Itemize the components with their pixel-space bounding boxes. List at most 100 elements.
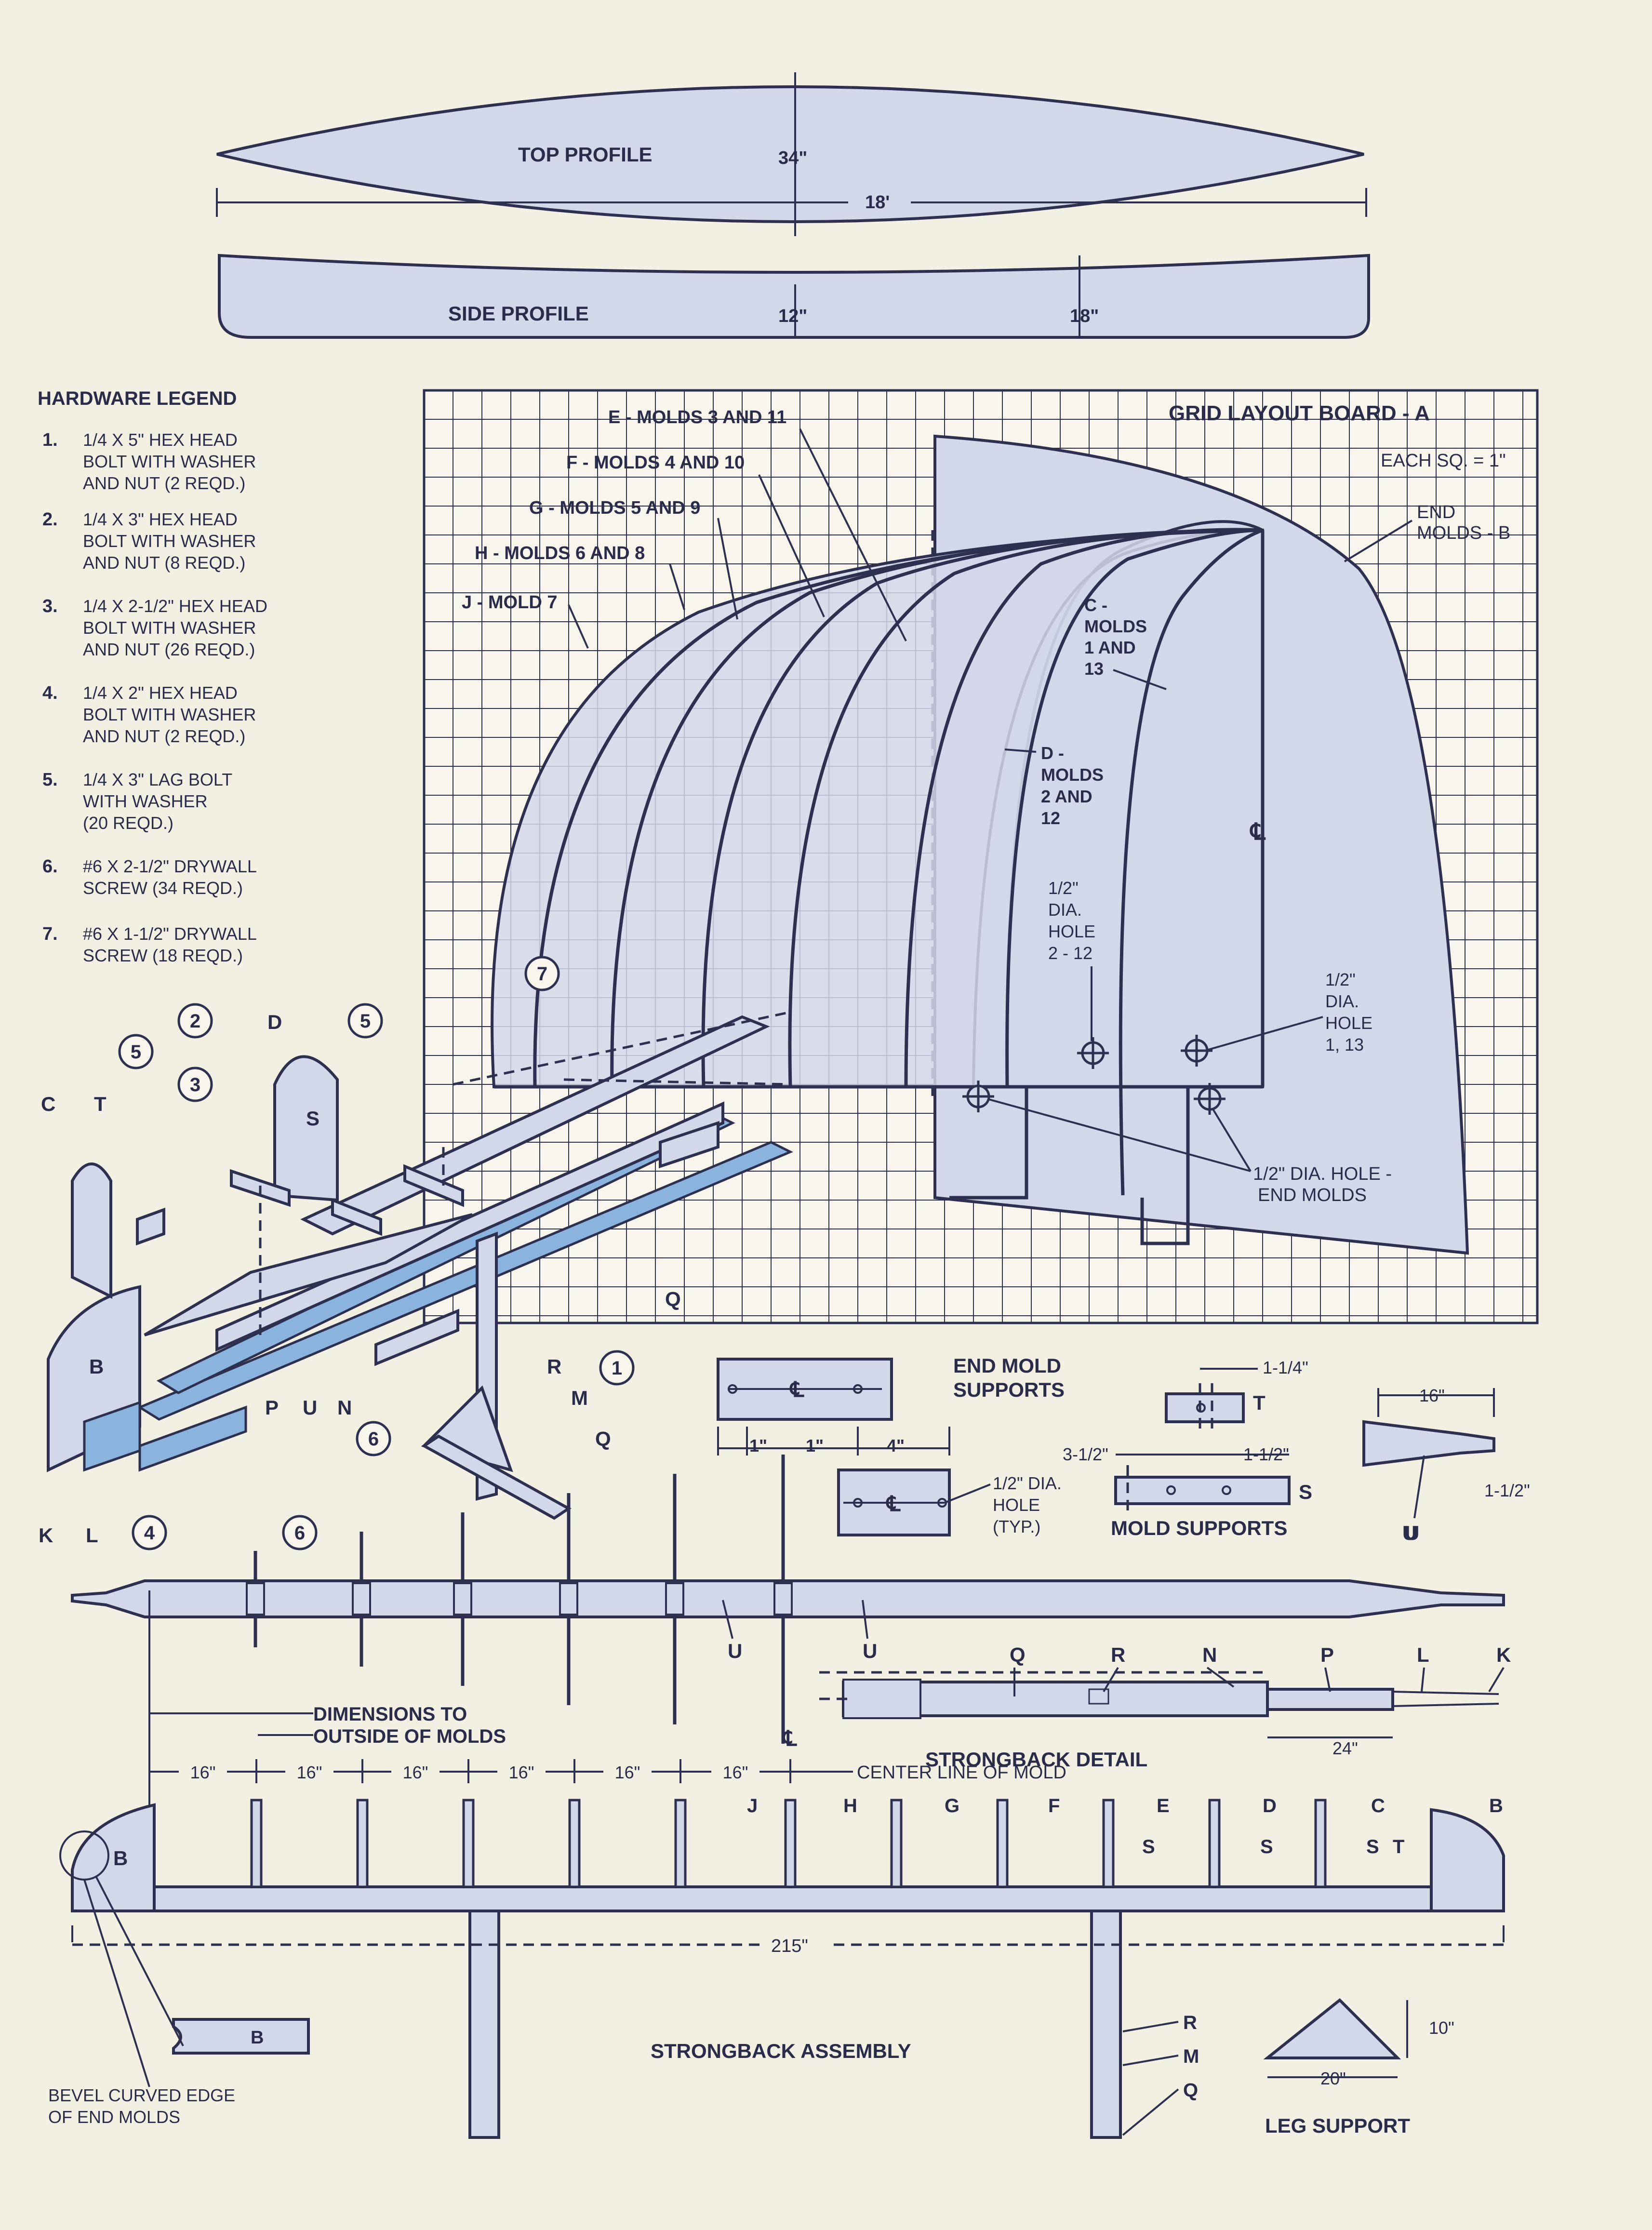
part-c: C	[41, 1093, 55, 1115]
hole-1-13-line-2: DIA.	[1325, 991, 1359, 1011]
block-l	[138, 1405, 247, 1472]
assembly-leg-q: Q	[1183, 2080, 1198, 2101]
support-t	[1165, 1392, 1245, 1423]
support-t-dim: 1-1/4"	[1263, 1358, 1308, 1377]
hardware-line: BOLT WITH WASHER	[83, 618, 256, 638]
callout-1: 1	[599, 1350, 635, 1386]
hardware-legend: HARDWARE LEGEND 1.1/4 X 5" HEX HEADBOLT …	[38, 388, 267, 965]
hardware-line: SCREW (18 REQD.)	[83, 946, 243, 965]
end-support-centerline-2: ℄	[886, 1492, 901, 1516]
support-s	[1114, 1476, 1291, 1505]
center-line-label: CENTER LINE OF MOLD	[857, 1763, 1066, 1783]
assembly-mold	[1208, 1799, 1221, 1888]
side-profile-label: SIDE PROFILE	[448, 302, 589, 325]
total-length: 215"	[771, 1936, 808, 1956]
callout-4: 4	[132, 1515, 167, 1550]
hole-end-line-1: 1/2" DIA. HOLE -	[1253, 1164, 1392, 1184]
hardware-line: 1/4 X 3" HEX HEAD	[83, 509, 238, 529]
top-profile-width: 34"	[778, 148, 807, 168]
profile-length: 18'	[865, 192, 890, 213]
hole-2-12-line-1: 1/2"	[1048, 878, 1079, 898]
mold-spacing: 16"	[190, 1763, 216, 1782]
assembly-mold	[462, 1799, 475, 1888]
u-height: 1-1/2"	[1484, 1481, 1530, 1500]
sb-u1: U	[728, 1640, 742, 1662]
hardware-num-6: 6.	[42, 856, 58, 877]
assembly-mold	[1102, 1799, 1115, 1888]
hardware-line: AND NUT (8 REQD.)	[83, 553, 245, 573]
bevel-sketch	[172, 2018, 310, 2055]
hardware-line: BOLT WITH WASHER	[83, 452, 256, 471]
side-profile: SIDE PROFILE 12" 18"	[218, 254, 1370, 339]
rail-p	[137, 1141, 793, 1421]
assembly-mold-d: D	[1263, 1795, 1277, 1816]
detail-n: N	[1202, 1643, 1217, 1666]
assembly-mold-b: B	[1489, 1795, 1503, 1816]
bevel-note-2: OF END MOLDS	[48, 2107, 180, 2127]
part-q: Q	[665, 1288, 681, 1310]
end-support-centerline: ℄	[789, 1378, 804, 1402]
callout-7: 7	[524, 956, 560, 991]
end-molds-line-2: MOLDS - B	[1417, 523, 1510, 543]
block-t	[136, 1207, 165, 1246]
mold-e-label: E - MOLDS 3 AND 11	[608, 407, 786, 427]
hardware-line: 1/4 X 2" HEX HEAD	[83, 683, 238, 703]
rail-n	[215, 1101, 724, 1352]
end-support-title-1: END MOLD	[953, 1354, 1061, 1377]
hole-2-12-line-4: 2 - 12	[1048, 943, 1092, 963]
assembly-mold-f: F	[1048, 1795, 1060, 1816]
dimension-ticks: 16"16"16"16"16"16"	[148, 1759, 791, 1783]
top-profile-label: TOP PROFILE	[518, 143, 653, 166]
mold-holes	[962, 1035, 1226, 1115]
grid-scale: EACH SQ. = 1"	[1381, 451, 1506, 471]
grid-centerline: ℄	[1250, 819, 1266, 845]
callout-2: 2	[177, 1003, 213, 1039]
assembly-mold	[568, 1799, 581, 1888]
tapered-board	[144, 1213, 473, 1336]
tapered-u	[1362, 1420, 1495, 1467]
mold-j-label: J - MOLD 7	[462, 592, 557, 613]
bevel-note-1: BEVEL CURVED EDGE	[48, 2085, 235, 2105]
mold-g-label: G - MOLDS 5 AND 9	[529, 498, 700, 518]
assembly-leg-m: M	[1183, 2046, 1199, 2067]
leg-support: 10" 20" LEG SUPPORT	[1263, 1998, 1454, 2137]
mold-d-label-3: 2 AND	[1041, 787, 1092, 806]
assembly-end-mold-right	[1430, 1808, 1505, 1912]
support-t-label: T	[1253, 1391, 1266, 1414]
mold-d-label-2: MOLDS	[1041, 765, 1104, 785]
hole-2-12-line-3: HOLE	[1048, 921, 1095, 941]
assembly-mold-c: C	[1371, 1795, 1385, 1816]
hardware-line: AND NUT (2 REQD.)	[83, 473, 245, 493]
detail-extension	[1266, 1688, 1394, 1711]
spacing-dimensions: DIMENSIONS TO OUTSIDE OF MOLDS 16"16"16"…	[148, 1590, 1066, 1812]
callout-number: 2	[190, 1011, 200, 1032]
part-u: U	[303, 1396, 317, 1419]
callout-number: 6	[368, 1429, 379, 1450]
block-s2	[331, 1198, 382, 1236]
mold-supports-title: MOLD SUPPORTS	[1111, 1517, 1287, 1539]
block-q	[659, 1121, 719, 1169]
assembly-mold	[250, 1799, 263, 1888]
leg-support-width: 20"	[1320, 2069, 1346, 2088]
part-b: B	[89, 1355, 104, 1378]
mold-spacing: 16"	[723, 1763, 748, 1782]
assembly-leg-r: R	[1183, 2012, 1197, 2033]
leg-support-shape	[1263, 1998, 1401, 2059]
assembly-mold	[784, 1799, 797, 1888]
assembly-mold-h: H	[843, 1795, 857, 1816]
hardware-num-3: 3.	[42, 596, 58, 616]
detail-p: P	[1320, 1643, 1334, 1666]
assembly-mold	[996, 1799, 1009, 1888]
part-d: D	[267, 1011, 282, 1033]
hardware-line: (20 REQD.)	[83, 813, 173, 833]
assembly-end-mold-left	[71, 1803, 156, 1912]
assembly-s2: S	[1260, 1836, 1273, 1857]
mold-supports: ℄ ℄ END MOLD SUPPORTS 1" 1" 4" 1/2" DIA.…	[717, 1354, 1530, 1544]
dim-centerline: ℄	[782, 1727, 797, 1750]
callout-number: 6	[294, 1522, 305, 1544]
detail-q: Q	[1010, 1643, 1026, 1666]
